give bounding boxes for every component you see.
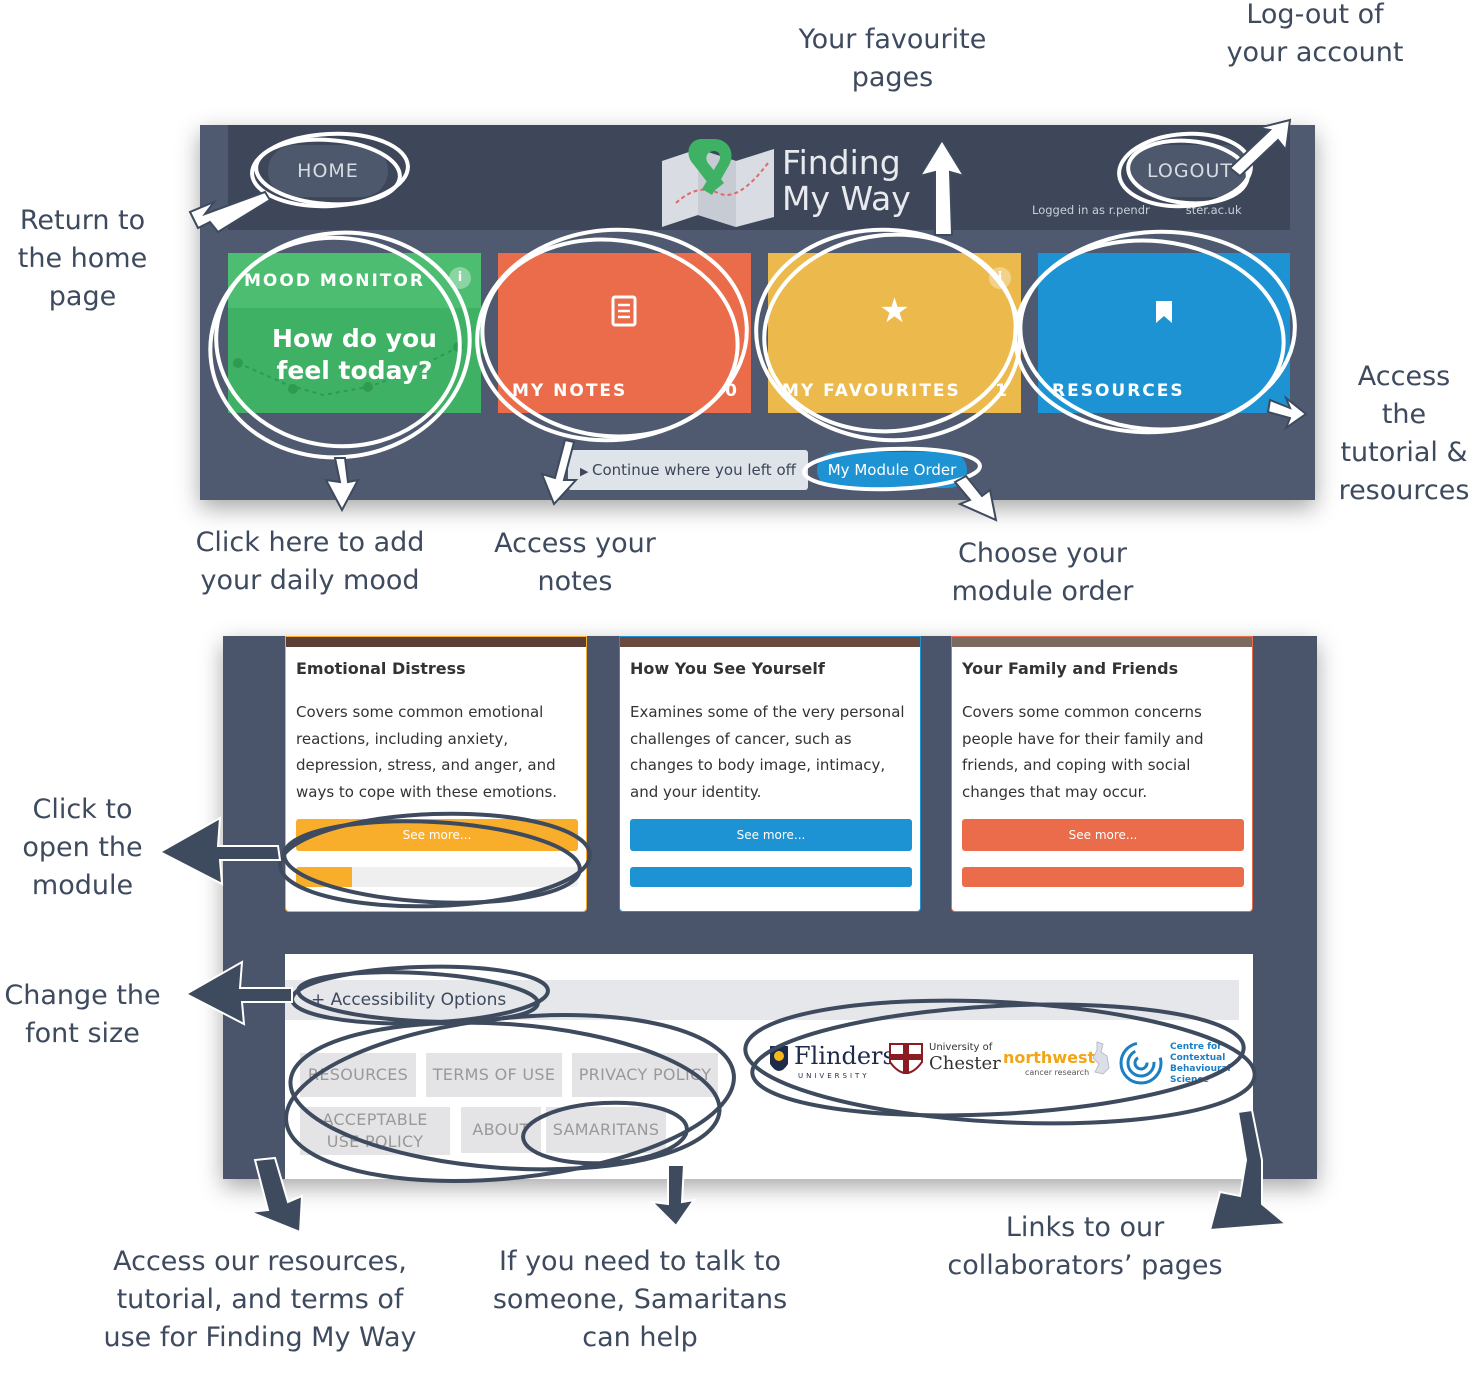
logout-button[interactable]: LOGOUT <box>1130 145 1250 197</box>
modules-screenshot: Emotional Distress Covers some common em… <box>223 636 1317 1179</box>
annotation-footer-links: Access our resources,tutorial, and terms… <box>103 1246 417 1353</box>
see-more-button[interactable]: See more... <box>962 819 1244 851</box>
accessibility-bar[interactable]: + Accessibility Options <box>285 980 1239 1020</box>
play-icon: ▶ <box>580 465 592 478</box>
continue-button[interactable]: ▶ Continue where you left off <box>568 450 808 490</box>
favourites-tile-label: MY FAVOURITES <box>782 381 961 401</box>
resources-tile-label: RESOURCES <box>1052 381 1185 401</box>
northwest-logo[interactable]: northwest cancer research <box>1003 1041 1113 1086</box>
module-description: Covers some common emotional reactions, … <box>296 703 558 801</box>
flinders-logo[interactable]: Flinders UNIVERSITY <box>768 1038 895 1084</box>
arrow-home <box>188 190 272 234</box>
bookmark-icon <box>1156 301 1172 323</box>
mood-graph-icon <box>233 342 463 397</box>
module-title: Your Family and Friends <box>962 659 1179 678</box>
map-ribbon-icon <box>662 139 774 227</box>
mood-info-icon[interactable]: i <box>449 267 471 289</box>
mood-tile-label: MOOD MONITOR <box>244 271 425 291</box>
module-image <box>286 637 586 647</box>
resources-tile[interactable]: RESOURCES <box>1038 253 1290 413</box>
arrow-footer-links <box>249 1156 304 1234</box>
logo-text-line1: Finding <box>782 143 901 182</box>
my-favourites-tile[interactable]: i ★ MY FAVOURITES 1 <box>768 253 1021 413</box>
logos-highlight-circle <box>743 998 1257 1126</box>
progress-fill <box>962 867 1244 887</box>
module-progress-bar <box>962 867 1244 887</box>
notes-count: 0 <box>725 381 737 401</box>
mood-tile-header <box>228 253 481 308</box>
module-highlight-circle <box>278 811 592 909</box>
arrow-font-size <box>183 960 293 1026</box>
dashboard-screenshot: HOME Finding My Way LOGOUT Logged in as … <box>200 125 1315 500</box>
resources-highlight-circle <box>1013 229 1297 435</box>
chester-logo[interactable]: University of Chester <box>888 1038 1001 1084</box>
samaritans-highlight-circle <box>521 1100 689 1166</box>
arrow-mood <box>324 457 360 513</box>
arrow-logout <box>1228 118 1292 178</box>
module-card: How You See Yourself Examines some of th… <box>619 636 921 912</box>
module-image <box>952 637 1252 647</box>
star-icon: ★ <box>879 291 910 331</box>
ccbs-circle-icon <box>1119 1041 1163 1085</box>
logo-text-line2: My Way <box>782 179 911 218</box>
accessibility-options-toggle[interactable]: + Accessibility Options <box>311 990 507 1010</box>
footer-links-highlight-circle <box>284 1013 736 1183</box>
footer-link-samaritans[interactable]: SAMARITANS <box>546 1107 666 1153</box>
module-card: Emotional Distress Covers some common em… <box>285 636 587 912</box>
arrow-collaborators <box>1208 1108 1289 1232</box>
flinders-crest-icon <box>770 1046 788 1071</box>
progress-fill <box>630 867 912 887</box>
arrow-open-module <box>157 816 282 886</box>
arrow-resources <box>1266 394 1308 431</box>
home-button[interactable]: HOME <box>268 145 388 197</box>
module-description: Examines some of the very personal chall… <box>630 703 905 801</box>
favourites-highlight-circle <box>754 227 1022 443</box>
module-progress-bar <box>630 867 912 887</box>
arrow-samaritans <box>649 1164 697 1228</box>
continue-label: Continue where you left off <box>592 461 796 479</box>
finding-my-way-logo[interactable]: Finding My Way <box>658 133 913 228</box>
module-order-highlight-circle <box>802 446 982 492</box>
notes-icon <box>611 295 637 327</box>
progress-fill <box>296 867 353 887</box>
module-image <box>620 637 920 647</box>
mood-highlight-circle <box>208 230 472 460</box>
module-card: Your Family and Friends Covers some comm… <box>951 636 1253 912</box>
notes-tile-label: MY NOTES <box>512 381 628 401</box>
notes-highlight-circle <box>475 227 749 443</box>
arrow-favourites <box>917 138 967 236</box>
footer-link-terms[interactable]: TERMS OF USE <box>426 1053 562 1097</box>
module-title: Emotional Distress <box>296 659 466 678</box>
arrow-module-order <box>953 474 998 522</box>
uk-map-icon <box>1092 1041 1110 1075</box>
see-more-button[interactable]: See more... <box>630 819 912 851</box>
arrow-notes <box>540 438 579 506</box>
chester-crest-icon <box>889 1043 923 1074</box>
module-title: How You See Yourself <box>630 659 825 678</box>
footer-link-privacy[interactable]: PRIVACY POLICY <box>572 1053 718 1097</box>
module-progress-bar <box>296 867 578 887</box>
module-description: Covers some common concerns people have … <box>962 703 1204 801</box>
